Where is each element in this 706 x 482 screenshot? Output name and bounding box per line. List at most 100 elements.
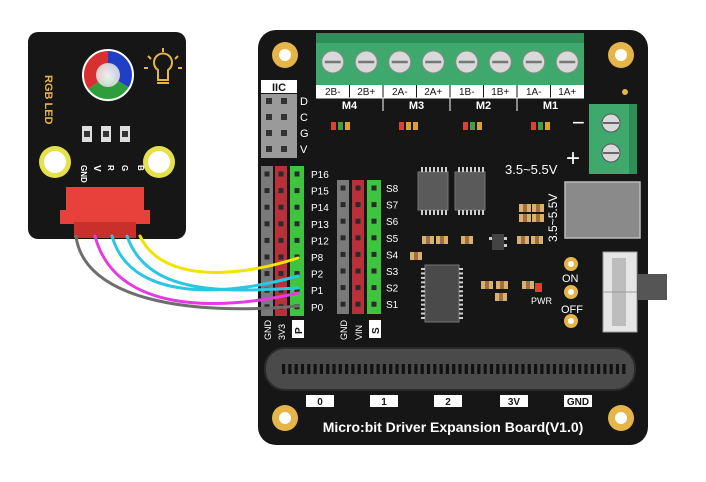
module-resistors (82, 126, 130, 142)
motor-indicator-leds (331, 122, 550, 130)
jumper-wires (74, 234, 300, 311)
header-pin (264, 271, 270, 277)
header-pin (340, 218, 346, 224)
wire-green (110, 234, 300, 292)
header-pin (371, 301, 377, 307)
edge-pin-label: 1 (381, 397, 387, 408)
header-pin (264, 188, 270, 194)
header-pin (264, 204, 270, 210)
module-pin-label: G (120, 165, 129, 171)
p-pin-label: P15 (311, 187, 329, 198)
header-pin (355, 218, 361, 224)
motor-terminal-screw (321, 50, 345, 74)
motor-pin-label: 2A+ (424, 87, 442, 98)
header-pin (281, 146, 287, 152)
edge-pin-label: 3V (508, 397, 521, 408)
switch-off-label: OFF (561, 304, 583, 316)
smd-capacitor (410, 252, 422, 260)
s-pin-label: S3 (386, 267, 399, 278)
header-pin (278, 271, 284, 277)
module-mounting-hole-left (39, 146, 71, 178)
smd-transistor (492, 234, 504, 250)
header-pin (266, 146, 272, 152)
header-pin (294, 188, 300, 194)
header-pin (371, 218, 377, 224)
module-connector (66, 187, 144, 224)
mounting-hole-top-right (608, 42, 634, 68)
header-pin (294, 237, 300, 243)
smd-components (410, 89, 628, 301)
s-pin-label: S8 (386, 184, 399, 195)
motor-label: M1 (543, 100, 558, 112)
mounting-hole-bottom-left (272, 405, 298, 431)
p-header-gnd-label: GND (263, 320, 273, 341)
header-pin (278, 237, 284, 243)
motor-label: M2 (476, 100, 491, 112)
s-header-tag (369, 320, 381, 338)
s-pin-label: S7 (386, 201, 399, 212)
motor-terminal-screw (354, 50, 378, 74)
header-pin (355, 301, 361, 307)
motor-driver-chip-2 (454, 167, 486, 215)
s-header-tag-label: S (371, 327, 382, 334)
motor-pin-label: 2A- (392, 87, 408, 98)
board-title: Micro:bit Driver Expansion Board(V1.0) (323, 419, 584, 435)
motor-pin-label: 2B+ (357, 87, 375, 98)
p-pin-label: P1 (311, 286, 324, 297)
p-pin-label: P14 (311, 203, 329, 214)
s-pin-label: S1 (386, 300, 399, 311)
header-pin (266, 130, 272, 136)
header-pin (340, 285, 346, 291)
pwr-label: PWR (531, 296, 552, 306)
motor-pin-label: 1A- (526, 87, 542, 98)
switch-on-label: ON (562, 273, 579, 285)
header-pin (294, 271, 300, 277)
header-pin (371, 251, 377, 257)
motor-label: M4 (342, 100, 358, 112)
motor-terminal-screw (388, 50, 412, 74)
voltage-label-vertical: 3.5~5.5V (546, 194, 560, 242)
header-pin (355, 251, 361, 257)
battery-connector (564, 181, 641, 239)
edge-pin-label: 2 (445, 397, 451, 408)
header-pin (371, 268, 377, 274)
header-pin (266, 114, 272, 120)
iic-pin-label: V (300, 144, 308, 156)
p-header-tag-label: P (294, 327, 305, 334)
header-pin (371, 202, 377, 208)
motor-pin-label: 1B+ (491, 87, 509, 98)
s-pin-label: S4 (386, 250, 399, 261)
p-pin-label: P0 (311, 303, 324, 314)
header-pin (355, 202, 361, 208)
header-pin (355, 268, 361, 274)
board-pcb (258, 30, 648, 445)
header-pin (264, 254, 270, 260)
switch-knob[interactable] (637, 274, 667, 300)
header-pin (278, 254, 284, 260)
power-switch[interactable] (602, 251, 667, 333)
motor-label: M3 (409, 100, 424, 112)
power-terminal (589, 104, 637, 174)
header-pin (281, 98, 287, 104)
smd-capacitor (519, 204, 531, 212)
edge-pin-label: GND (567, 397, 589, 408)
header-pin (264, 221, 270, 227)
s-pin-label: S6 (386, 217, 399, 228)
motor-pin-label: 2B- (325, 87, 341, 98)
smd-capacitor (532, 204, 544, 212)
smd-capacitor (522, 281, 534, 289)
p-pin-label: P8 (311, 253, 324, 264)
header-pin (278, 221, 284, 227)
header-pin (371, 285, 377, 291)
wire-red (93, 234, 300, 306)
smd-capacitor (481, 281, 493, 289)
p-pin-label: P2 (311, 270, 324, 281)
status-dot (622, 89, 628, 95)
header-pin (278, 204, 284, 210)
motor-terminal-screw (488, 50, 512, 74)
motor-terminal-screw (455, 50, 479, 74)
